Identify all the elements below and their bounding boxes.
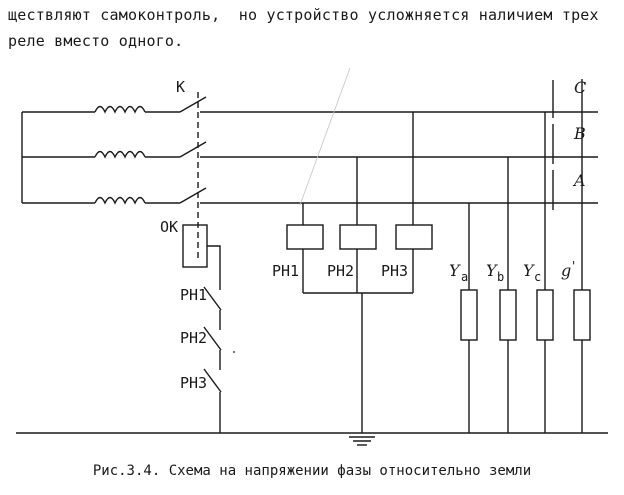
- figure-caption: Рис.3.4. Схема на напряжении фазы относи…: [92, 463, 532, 479]
- inductor-coil-c: [94, 105, 146, 114]
- relay-label-ph2: РН2: [327, 262, 354, 280]
- scan-mark: [299, 67, 351, 206]
- body-text-line-1: ществляют самоконтроль, но устройство ус…: [8, 6, 599, 24]
- diagram-labels: К C B A ОК РН1 РН2 РН3 РН1 РН2 РН3 Y a Y…: [160, 78, 586, 392]
- ok-label: ОК: [160, 218, 178, 236]
- voltage-relays: [286, 112, 433, 294]
- source-windings: [21, 105, 180, 205]
- admittance-subscript-g: ': [570, 259, 577, 273]
- inductor-coil-b: [94, 150, 146, 159]
- body-text-line-2: реле вместо одного.: [8, 32, 184, 50]
- contact-label-ph3: РН3: [180, 374, 207, 392]
- admittance-subscript-c: c: [534, 270, 541, 284]
- ground-bus: [16, 293, 608, 446]
- relay-label-ph3: РН3: [381, 262, 408, 280]
- admittance-subscript-a: a: [461, 270, 468, 284]
- circuit-diagram: К C B A ОК РН1 РН2 РН3 РН1 РН2 РН3 Y a Y…: [16, 67, 608, 446]
- phase-buses: [200, 80, 598, 210]
- contact-label-ph1: РН1: [180, 286, 207, 304]
- admittance-label-yc: Y: [523, 261, 535, 280]
- phase-label-a: A: [572, 171, 586, 190]
- admittance-label-yb: Y: [486, 261, 498, 280]
- ok-relay-circuit: [182, 224, 222, 433]
- inductor-coil-a: [94, 196, 146, 205]
- admittance-label-ya: Y: [449, 261, 461, 280]
- phase-label-b: B: [573, 124, 586, 143]
- insulation-admittances: [460, 79, 591, 433]
- contact-label-ph2: РН2: [180, 329, 207, 347]
- admittance-label-g: g: [561, 261, 571, 280]
- switch-label: К: [176, 78, 185, 96]
- admittance-subscript-b: b: [497, 270, 504, 284]
- main-switch-k: [179, 92, 207, 262]
- phase-label-c: C: [574, 78, 586, 97]
- relay-label-ph1: РН1: [272, 262, 299, 280]
